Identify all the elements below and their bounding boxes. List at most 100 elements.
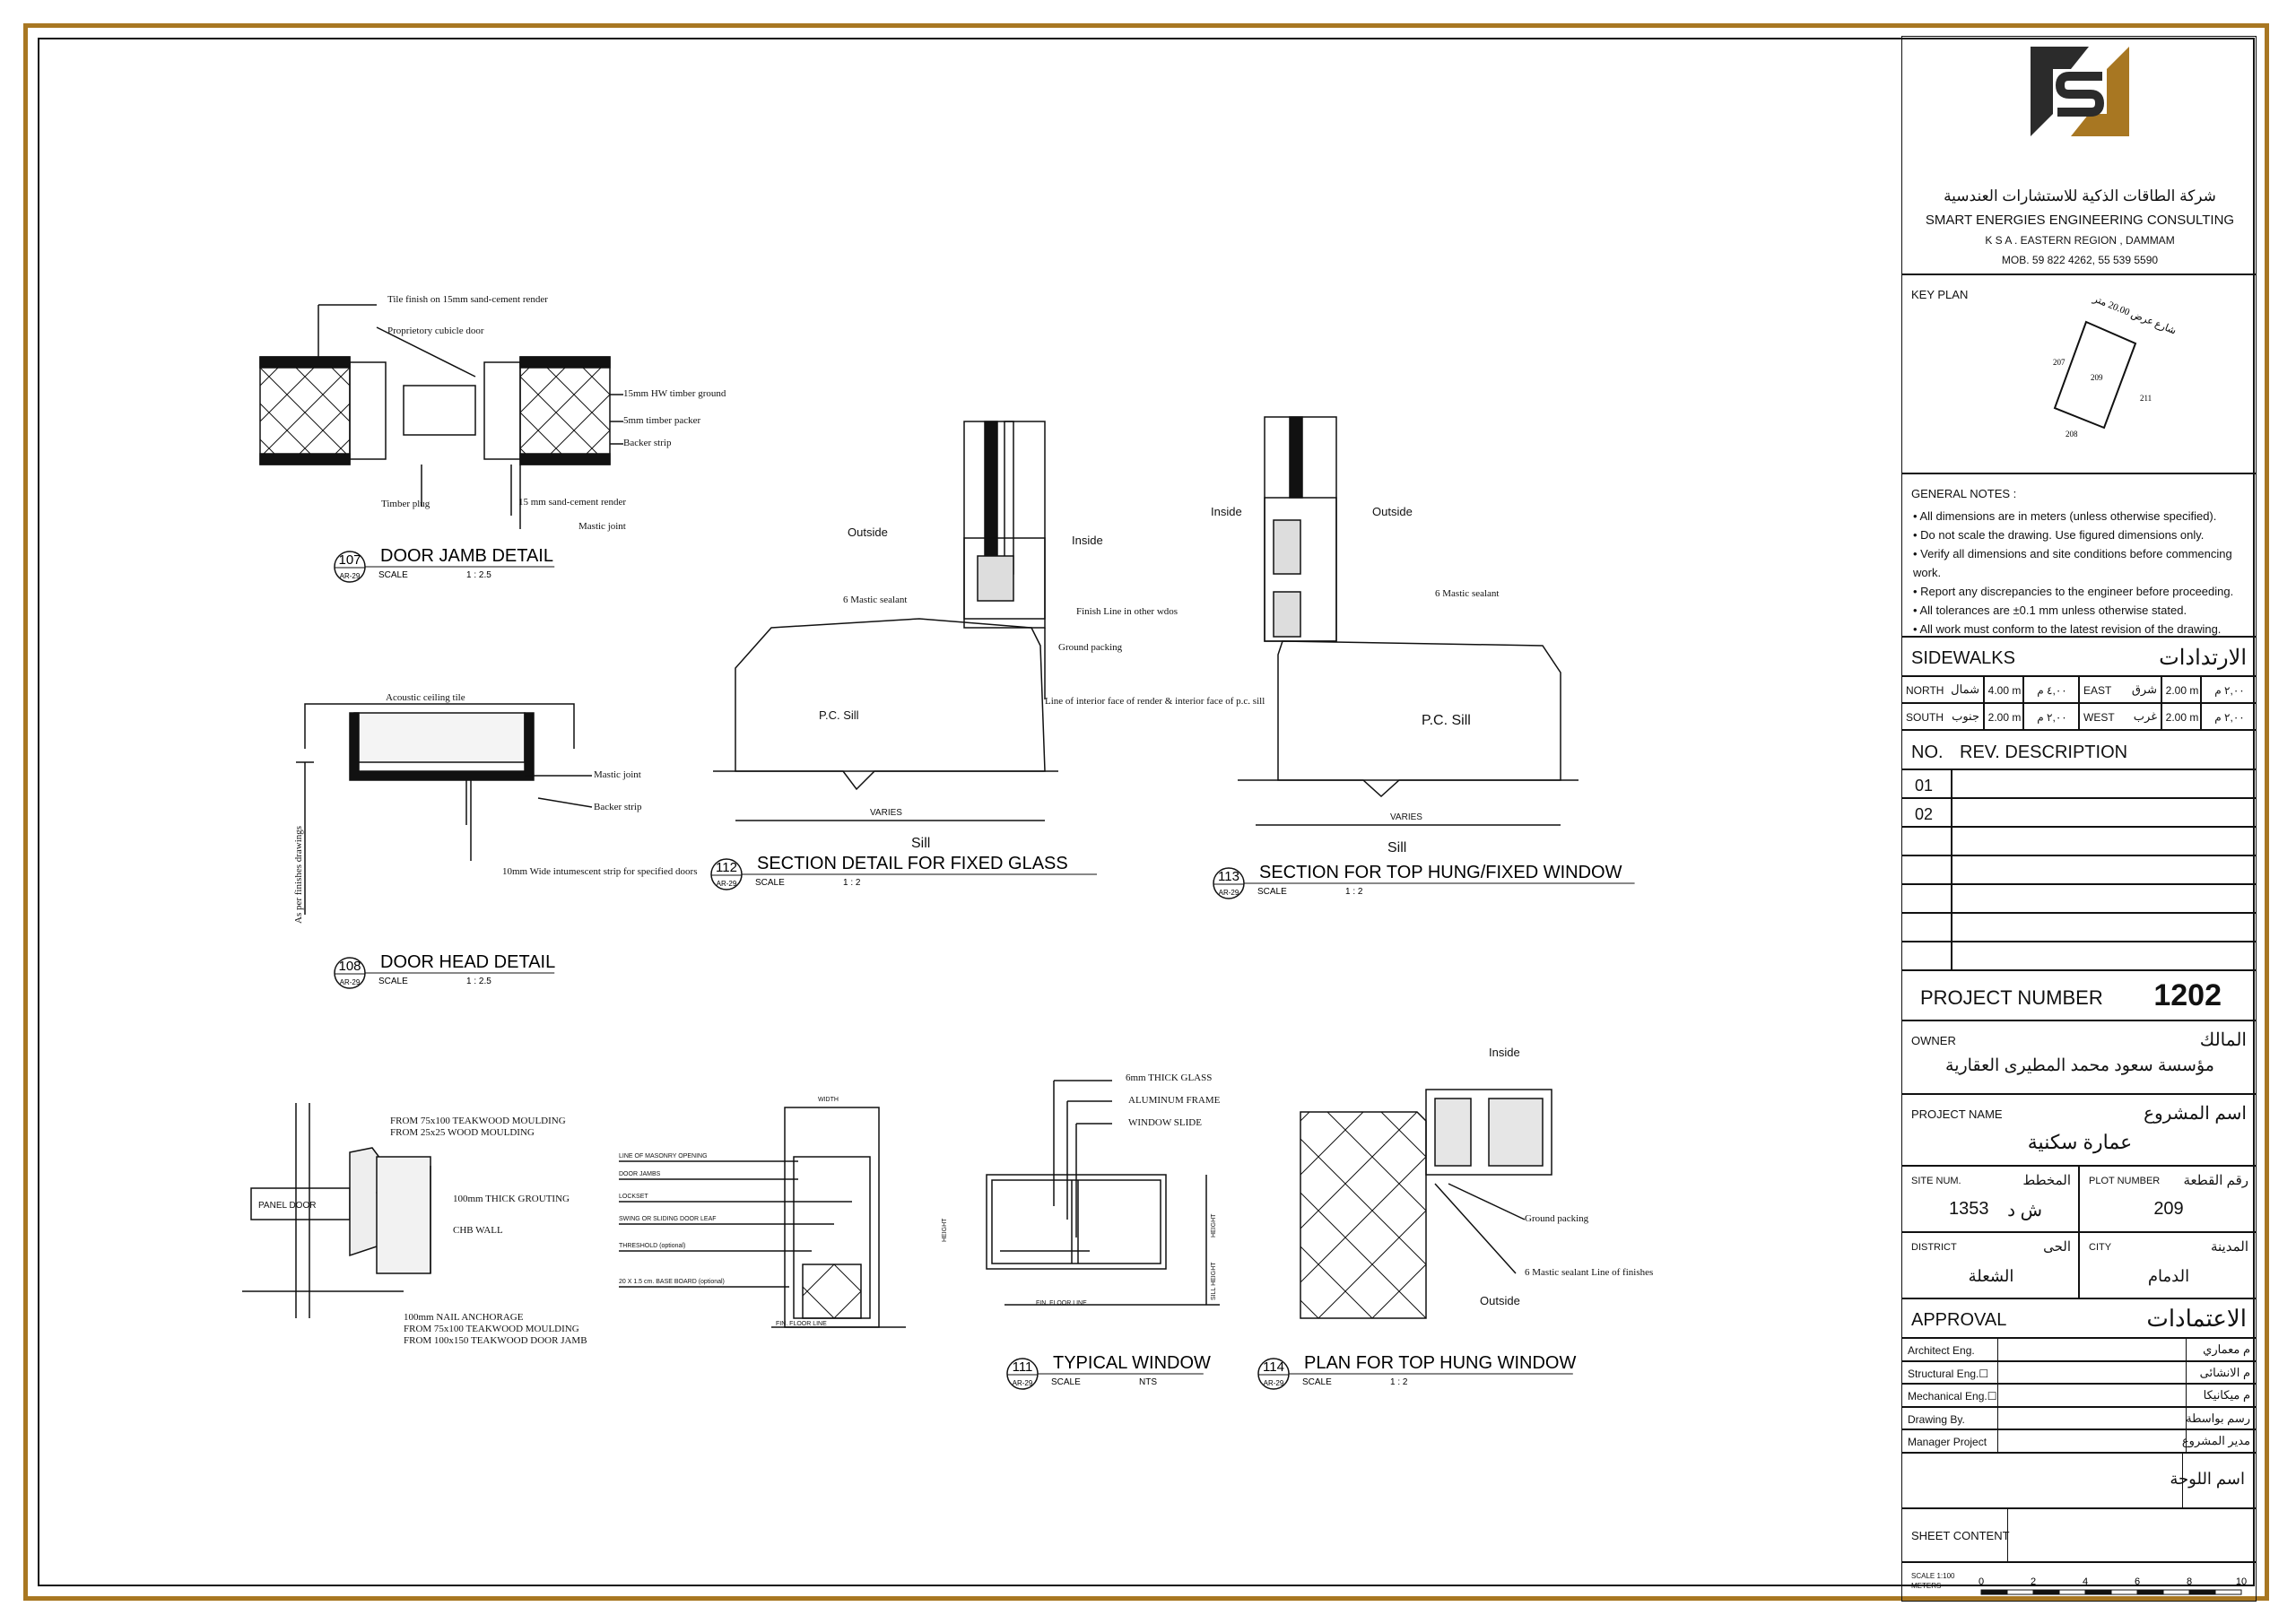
detail-title: PLAN FOR TOP HUNG WINDOW	[1304, 1353, 1576, 1373]
door-head-annotations: Acoustic ceiling tile Mastic joint Backe…	[293, 692, 697, 924]
project-number-row: PROJECT NUMBER 1202	[1901, 970, 2257, 1020]
th-note: Outside	[1372, 505, 1413, 518]
general-notes: GENERAL NOTES : • All dimensions are in …	[1901, 473, 2257, 637]
sidewalk-value-ar: ٢,٠٠ م	[2214, 711, 2245, 724]
door-elevation-annotations: LINE OF MASONRY OPENING DOOR JAMBS LOCKS…	[619, 1097, 948, 1327]
company-region: K S A . EASTERN REGION , DAMMAM	[1985, 234, 2175, 247]
detail-scale: 1 : 2	[1390, 1377, 1408, 1387]
scale-bar-segment	[2006, 1589, 2034, 1595]
detail-number: 114	[1263, 1359, 1284, 1375]
jamb-note: Mastic joint	[578, 521, 626, 532]
city-label-en: CITY	[2089, 1242, 2112, 1253]
detail-scale: NTS	[1139, 1377, 1157, 1387]
rev-desc-cell	[1952, 913, 2257, 942]
sidewalk-cell-south: ٢,٠٠ م	[2023, 703, 2079, 730]
company-name-ar: شركة الطاقات الذكية للاستشارات العندسية	[1944, 187, 2216, 204]
owner-value: مؤسسة سعود محمد المطيرى العقارية	[1945, 1056, 2214, 1075]
sheet-border	[23, 23, 2269, 1601]
detail-scale: 1 : 2	[1345, 887, 1363, 897]
pd-note: CHB WALL	[453, 1225, 503, 1236]
approval-role-en: Manager Project	[1908, 1436, 1987, 1449]
scale-bar-segment	[2032, 1589, 2060, 1595]
rev-desc-cell	[1952, 798, 2257, 827]
de-note: HEIGHT	[942, 1218, 948, 1242]
general-note: • All tolerances are ±0.1 mm unless othe…	[1913, 604, 2187, 617]
fixed-glass-annotations: Outside Inside 6 Mastic sealant Finish L…	[819, 525, 1265, 851]
tw-note: HEIGHT	[1211, 1213, 1217, 1238]
owner-label-en: OWNER	[1911, 1034, 1956, 1047]
head-note: Mastic joint	[594, 769, 641, 780]
detail-title: TYPICAL WINDOW	[1053, 1353, 1211, 1373]
key-plan-sketch: 209 207 211 208 شارع عرض 20.00 متر	[2053, 293, 2178, 439]
sidewalks-header: SIDEWALKS الارتدادات	[1901, 637, 2257, 676]
district-label-en: DISTRICT	[1911, 1242, 1957, 1253]
scale-bar-segment	[2188, 1589, 2216, 1595]
site-cell: SITE NUM. المخطط 1353 ش د	[1901, 1166, 2079, 1232]
rev-col-no: NO.	[1911, 743, 1944, 762]
company-name-en: SMART ENERGIES ENGINEERING CONSULTING	[1925, 213, 2235, 228]
city-label-ar: المدينة	[2210, 1239, 2248, 1255]
general-notes-list: • All dimensions are in meters (unless o…	[1913, 507, 2256, 638]
pd-note: FROM 75x100 TEAKWOOD MOULDING	[404, 1324, 579, 1334]
approval-title-ar: الاعتمادات	[2146, 1305, 2247, 1332]
rev-no-cell: 01	[1901, 769, 1952, 798]
project-number-label: PROJECT NUMBER	[1920, 986, 2103, 1009]
sidewalks-title-en: SIDEWALKS	[1911, 648, 2015, 668]
door-jamb-detail	[259, 304, 623, 529]
owner-row: OWNER المالك مؤسسة سعود محمد المطيرى الع…	[1901, 1020, 2257, 1094]
sidewalk-dir-ar: شرق	[2131, 682, 2157, 696]
rev-number: 02	[1915, 805, 1934, 823]
revisions-header: NO. REV. DESCRIPTION	[1901, 730, 2257, 769]
detail-scale: 1 : 2.5	[466, 977, 491, 986]
sheet-content-label: SHEET CONTENT	[1911, 1529, 2010, 1542]
th-note: VARIES	[1390, 812, 1422, 822]
scale-bar-label-2: METERS	[1911, 1582, 1942, 1590]
site-label-en: SITE NUM.	[1911, 1176, 1961, 1186]
general-note: • All work must conform to the latest re…	[1913, 622, 2222, 636]
city-cell: CITY المدينة الدمام	[2079, 1232, 2257, 1298]
detail-sheet-ref: AR-29	[1219, 889, 1239, 897]
approval-role-ar: م الانشائى	[2199, 1365, 2250, 1379]
site-value-ar: ش د	[2007, 1201, 2042, 1220]
logo-gold	[2071, 47, 2129, 136]
detail-scale-label: SCALE	[378, 570, 408, 580]
de-note: LOCKSET	[619, 1194, 648, 1200]
approval-row: Architect Eng.م معماري	[1901, 1338, 2257, 1362]
sidewalks-title-ar: الارتدادات	[2159, 646, 2247, 670]
general-note: • Report any discrepancies to the engine…	[1913, 585, 2234, 598]
general-note: • Do not scale the drawing. Use figured …	[1913, 528, 2205, 542]
district-label-ar: الحى	[2043, 1239, 2071, 1255]
plot-label-en: PLOT NUMBER	[2089, 1176, 2161, 1186]
sheet-name-row: اسم اللوحة	[1901, 1453, 2257, 1509]
sidewalk-value: 2.00 m	[1987, 711, 2022, 724]
scale-bar-label-1: SCALE 1:100	[1911, 1572, 1955, 1580]
jamb-note: 5mm timber packer	[623, 415, 700, 426]
scale-bar-segment	[2058, 1589, 2086, 1595]
jamb-note: Backer strip	[623, 438, 672, 448]
rev-no-cell: 02	[1901, 798, 1952, 827]
approval-divider	[1997, 1407, 1998, 1431]
detail-number: 111	[1013, 1359, 1033, 1375]
scale-bar-segment	[2110, 1589, 2138, 1595]
sidewalk-cell-north: ٤,٠٠ م	[2023, 676, 2079, 703]
detail-sheet-ref: AR-29	[340, 572, 361, 580]
door-jamb-annotations: Tile finish on 15mm sand-cement render P…	[381, 294, 726, 532]
de-note: SWING OR SLIDING DOOR LEAF	[619, 1216, 717, 1222]
detail-number: 108	[338, 959, 361, 974]
rev-no-cell	[1901, 827, 1952, 855]
detail-number: 107	[338, 552, 361, 568]
rev-no-cell	[1901, 942, 1952, 970]
pd-note: 100mm NAIL ANCHORAGE	[404, 1312, 524, 1323]
approval-divider	[2186, 1407, 2187, 1431]
drawing-frame	[38, 38, 2255, 1586]
scale-bar-tick: 0	[1979, 1576, 1984, 1587]
sidewalk-cell-east: 2.00 m	[2161, 676, 2201, 703]
company-mobile: MOB. 59 822 4262, 55 539 5590	[2001, 254, 2159, 266]
